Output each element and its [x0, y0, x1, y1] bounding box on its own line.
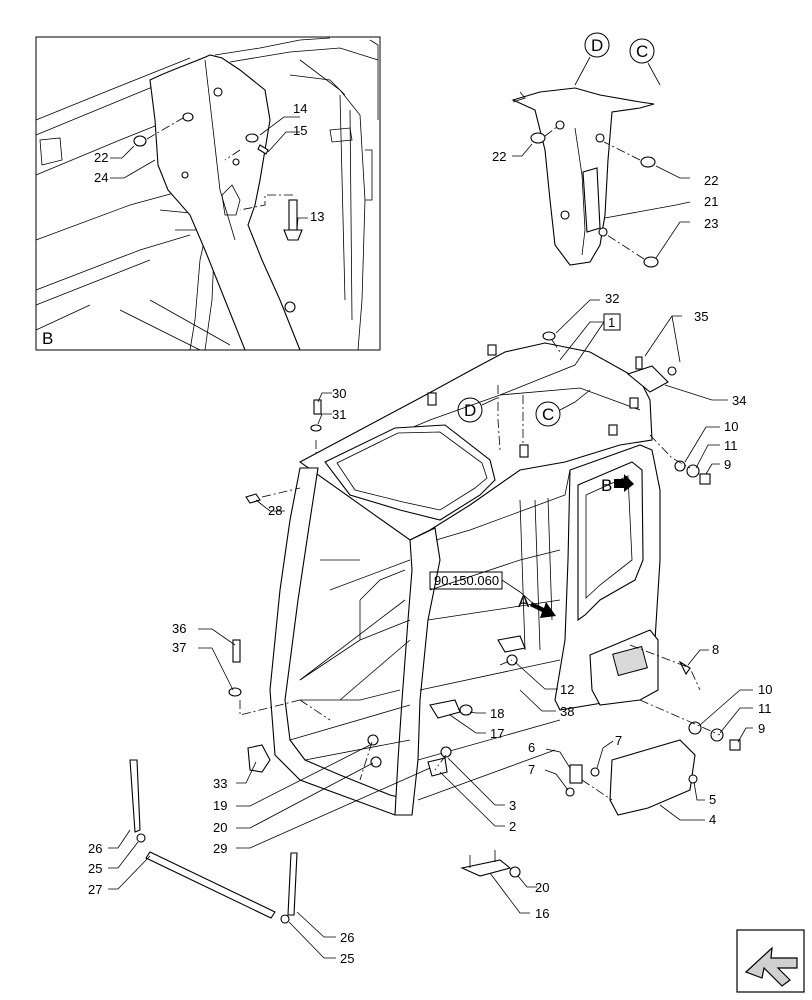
callout-10-a: 10: [724, 419, 738, 434]
callout-20-b: 20: [535, 880, 549, 895]
callout-38: 38: [560, 704, 574, 719]
back-arrow-icon[interactable]: [736, 929, 805, 993]
callout-31: 31: [332, 407, 346, 422]
callout-15: 15: [293, 123, 307, 138]
seal-26-right: [287, 852, 298, 916]
callout-22-b: 22: [704, 173, 718, 188]
detail-b-inset: 14 15 13 22 24 B: [35, 36, 381, 351]
callout-11-b: 11: [758, 701, 772, 716]
seal-27: [145, 851, 276, 919]
callout-19: 19: [213, 798, 227, 813]
view-b-arrow: [614, 474, 634, 492]
callout-21: 21: [704, 194, 718, 209]
callout-25-a: 25: [88, 861, 102, 876]
circle-c: [629, 38, 655, 64]
callout-13: 13: [310, 209, 324, 224]
callout-16: 16: [535, 906, 549, 921]
part-34: [626, 365, 669, 393]
main-cab: 1 D C 90.150.060 A B: [88, 291, 772, 966]
callout-27: 27: [88, 882, 102, 897]
callout-25-b: 25: [340, 951, 354, 966]
callout-11-a: 11: [724, 438, 738, 453]
front-right-pillar: [394, 527, 441, 816]
detail-dc: D C 22 22 21 23: [492, 32, 718, 268]
part-33: [247, 744, 271, 773]
door-window: [577, 461, 644, 622]
callout-4: 4: [709, 812, 716, 827]
callout-7-b: 7: [528, 762, 535, 777]
view-a-label: A: [518, 592, 530, 611]
pillar-trim-24: [149, 54, 301, 351]
callout-14: 14: [293, 101, 307, 116]
callout-10-b: 10: [758, 682, 772, 697]
seal-26-left: [129, 759, 141, 833]
callout-22: 22: [94, 150, 108, 165]
view-a-arrow: [530, 602, 556, 618]
callout-3: 3: [509, 798, 516, 813]
screw-14-15: [224, 133, 269, 161]
callout-9-b: 9: [758, 721, 765, 736]
plug-23: [643, 256, 659, 268]
plug-22-right: [640, 156, 656, 168]
callout-26-a: 26: [88, 841, 102, 856]
callout-29: 29: [213, 841, 227, 856]
callout-5: 5: [709, 792, 716, 807]
door-handle-recess: [612, 645, 648, 677]
reference-box: [429, 571, 503, 590]
reference-box-label: 90.150.060: [434, 573, 499, 588]
bracket-16: [460, 859, 512, 877]
callout-7-a: 7: [615, 733, 622, 748]
front-left-pillar: [269, 467, 411, 816]
callout-2: 2: [509, 819, 516, 834]
callout-18: 18: [490, 706, 504, 721]
circle-d-label: D: [591, 36, 603, 55]
detail-b-label: B: [42, 329, 53, 348]
callout-6: 6: [528, 740, 535, 755]
callout-23: 23: [704, 216, 718, 231]
plug-22: [133, 135, 147, 147]
clip-13: [239, 194, 303, 241]
callout-36: 36: [172, 621, 186, 636]
detail-b-frame: [35, 36, 381, 351]
roof-window: [324, 424, 496, 521]
circle-d: [584, 32, 610, 58]
callout-17: 17: [490, 726, 504, 741]
callout-20-a: 20: [213, 820, 227, 835]
main-box-1-label: 1: [608, 315, 615, 330]
callout-28: 28: [268, 503, 282, 518]
callout-34: 34: [732, 393, 746, 408]
main-circle-d: [457, 397, 483, 423]
callout-24: 24: [94, 170, 108, 185]
cover-plate-4: [609, 739, 696, 816]
main-circle-d-label: D: [464, 401, 476, 420]
hinge-6: [569, 764, 583, 784]
callout-9-a: 9: [724, 457, 731, 472]
view-b-label: B: [601, 476, 612, 495]
main-circle-c-label: C: [542, 405, 554, 424]
callout-35: 35: [694, 309, 708, 324]
plug-22-left: [530, 132, 546, 144]
callout-33: 33: [213, 776, 227, 791]
callout-37: 37: [172, 640, 186, 655]
callout-22-a: 22: [492, 149, 506, 164]
callout-30: 30: [332, 386, 346, 401]
circle-c-label: C: [636, 42, 648, 61]
callout-26-b: 26: [340, 930, 354, 945]
callout-8: 8: [712, 642, 719, 657]
callout-32: 32: [605, 291, 619, 306]
callout-12: 12: [560, 682, 574, 697]
main-circle-c: [535, 401, 561, 427]
